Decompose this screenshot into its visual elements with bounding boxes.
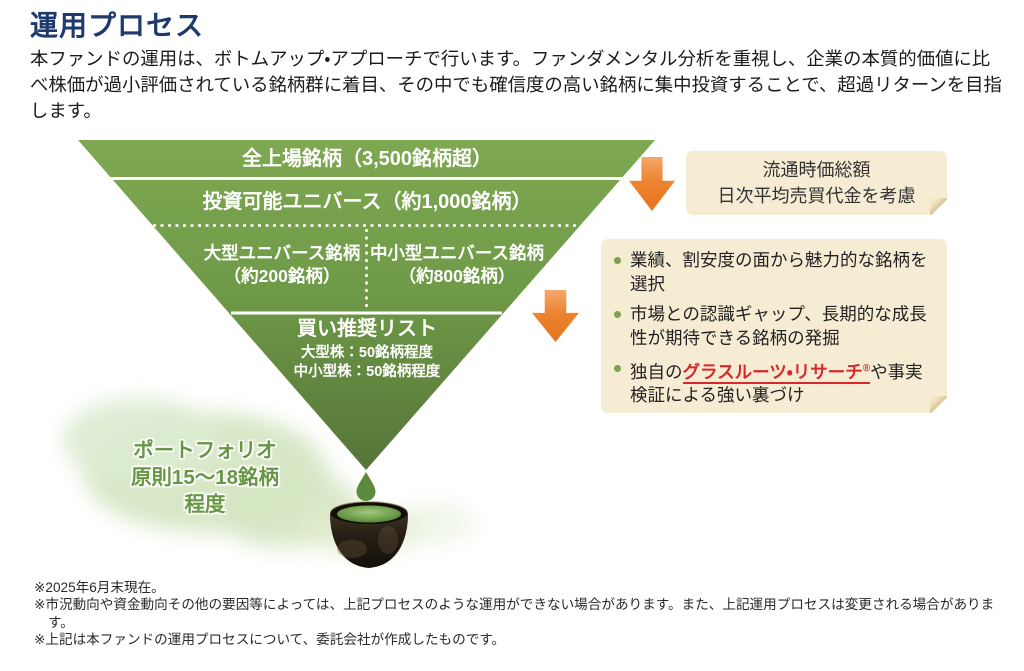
funnel-level-3-right-label: 中小型ユニバース銘柄 （約800銘柄） xyxy=(357,242,557,288)
label-line: （約200銘柄） xyxy=(223,266,341,286)
text-segment: グラスルーツ・リサーチ xyxy=(682,361,863,382)
selection-points-list: 業績、割安度の面から魅力的な銘柄を選択 市場との認識ギャップ、長期的な成長性が期… xyxy=(611,249,939,408)
list-item-text: 市場との認識ギャップ、長期的な成長性が期待できる銘柄の発掘 xyxy=(630,304,927,348)
selection-points-box: 業績、割安度の面から魅力的な銘柄を選択 市場との認識ギャップ、長期的な成長性が期… xyxy=(601,239,947,413)
footnote: ※上記は本ファンドの運用プロセスについて、委託会社が作成したものです。 xyxy=(34,632,506,648)
funnel-level-4-sub1: 大型株：50銘柄程度 xyxy=(300,345,434,361)
bullet-icon xyxy=(614,257,621,264)
list-item: 独自のグラスルーツ・リサーチ®や事実検証による強い裏づけ xyxy=(611,357,939,408)
bullet-icon xyxy=(614,365,621,372)
footnote: ※2025年6月末現在。 xyxy=(34,580,165,595)
text-segment: や事実検証による強い裏づけ xyxy=(630,361,923,406)
label-line: 中小型ユニバース銘柄 xyxy=(369,243,545,263)
funnel-level-1-label: 全上場銘柄（3,500銘柄超） xyxy=(241,148,493,170)
list-item-text: 業績、割安度の面から魅力的な銘柄を選択 xyxy=(630,250,928,294)
bullet-icon xyxy=(614,311,621,318)
tea-bowl-illustration xyxy=(330,501,408,568)
list-item: 市場との認識ギャップ、長期的な成長性が期待できる銘柄の発掘 xyxy=(611,303,939,350)
funnel-level-2-label: 投資可能ユニバース（約1,000銘柄） xyxy=(202,191,532,213)
intro-paragraph: 本ファンドの運用は、ボトムアップ・アプローチで行います。ファンダメンタル分析を重… xyxy=(30,48,1002,121)
list-item: 業績、割安度の面から魅力的な銘柄を選択 xyxy=(611,249,939,296)
label-line: 原則15～18銘柄 xyxy=(130,466,280,489)
label-line: （約800銘柄） xyxy=(398,266,516,286)
label-line: 程度 xyxy=(184,493,226,516)
label-line: 大型ユニバース銘柄 xyxy=(203,243,361,263)
portfolio-label: ポートフォリオ 原則15～18銘柄 程度 xyxy=(100,437,310,518)
funnel-separators xyxy=(111,177,622,315)
list-item-text: 独自のグラスルーツ・リサーチ®や事実検証による強い裏づけ xyxy=(630,357,939,408)
tea-drop-icon xyxy=(356,472,376,501)
label-line: 日次平均売買代金を考慮 xyxy=(717,186,916,206)
label-line: 流通時価総額 xyxy=(762,160,871,180)
text-segment: 独自の xyxy=(630,361,683,382)
registered-mark: ® xyxy=(862,363,871,374)
footnotes: ※2025年6月末現在。 ※市況動向や資金動向その他の要因等によっては、上記プロ… xyxy=(34,579,1012,649)
funnel-level-3-left-label: 大型ユニバース銘柄 （約200銘柄） xyxy=(182,242,382,288)
grassroots-research-highlight: グラスルーツ・リサーチ® xyxy=(682,361,871,384)
liquidity-consideration-box: 流通時価総額 日次平均売買代金を考慮 xyxy=(686,151,947,215)
footnote: ※市況動向や資金動向その他の要因等によっては、上記プロセスのような運用ができない… xyxy=(34,597,995,630)
funnel-level-4-title: 買い推奨リスト xyxy=(297,318,437,340)
label-line: ポートフォリオ xyxy=(133,439,277,462)
funnel-level-4-sub2: 中小型株：50銘柄程度 xyxy=(293,364,441,380)
page-title: 運用プロセス xyxy=(30,10,205,41)
